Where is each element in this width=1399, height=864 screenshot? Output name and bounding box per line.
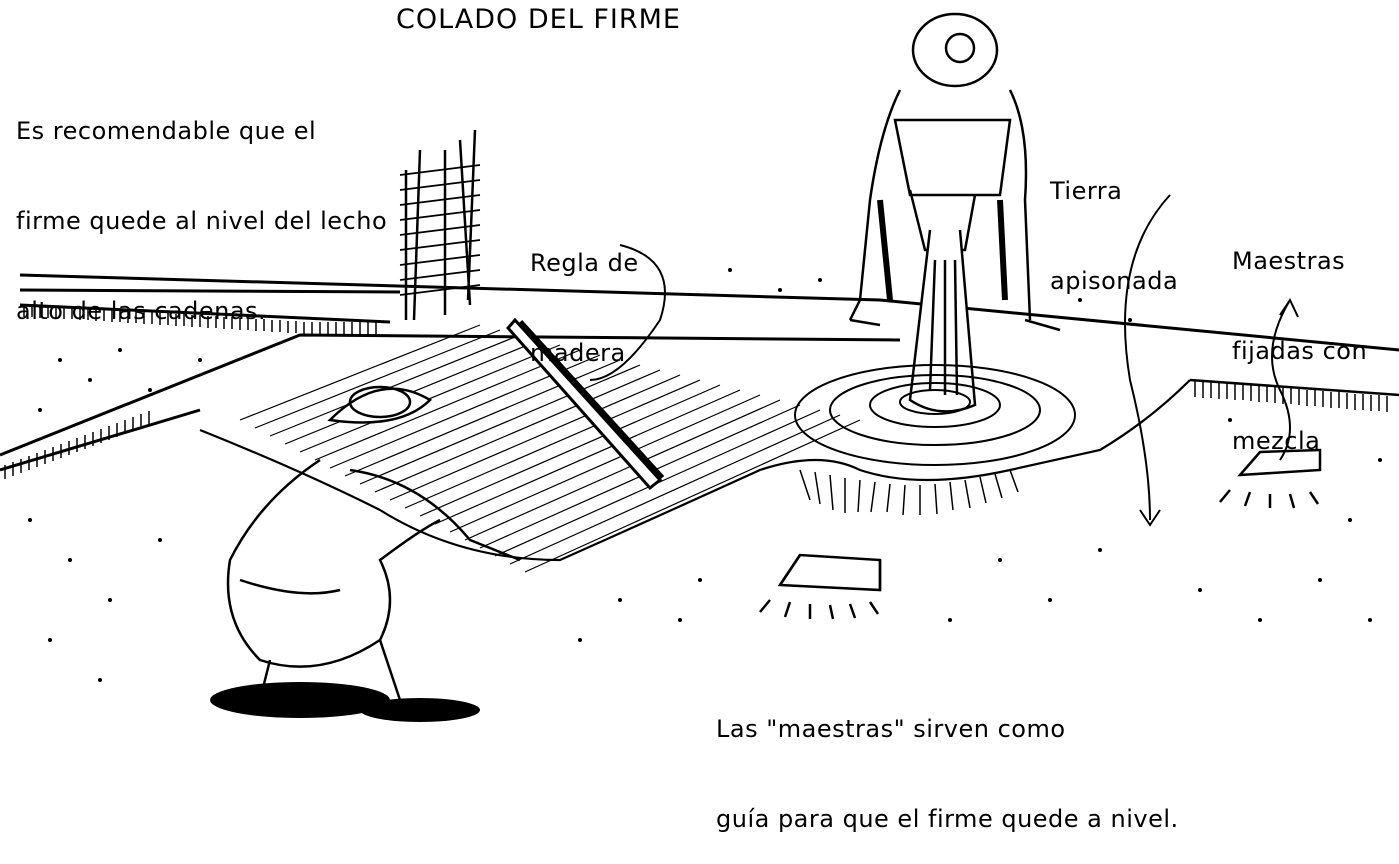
wooden-ruler (506, 317, 665, 491)
maestra-block-right (1219, 448, 1322, 509)
maestras-note-line-2: guía para que el firme quede a nivel. (716, 805, 1179, 833)
left-wall-edge (19, 303, 391, 334)
tierra-line-2: apisonada (1050, 267, 1179, 295)
maestras-fijadas-line-3: mezcla (1232, 427, 1321, 455)
tamped-earth-rings (794, 364, 1076, 466)
worker-shadow (210, 682, 480, 722)
regla-line-2: madera (530, 339, 626, 367)
foundation-hatch (4, 411, 150, 479)
page-title: COLADO DEL FIRME (396, 4, 681, 35)
concrete-slab (199, 324, 1191, 573)
gravel-dots (28, 268, 1382, 682)
tierra-line-1: Tierra (1050, 177, 1123, 205)
maestras-fijadas-line-2: fijadas con (1232, 337, 1368, 365)
maestras-fijadas-label: Maestras fijadas con mezcla (1232, 186, 1367, 486)
maestras-note: Las "maestras" sirven como guía para que… (716, 654, 1179, 864)
regla-label: Regla de madera (530, 188, 639, 398)
illustration-scene (0, 12, 1399, 722)
maestras-note-line-1: Las "maestras" sirven como (716, 715, 1066, 743)
broken-ground (799, 469, 1019, 516)
foundation-edge (0, 333, 901, 472)
callout-arrows (589, 194, 1299, 527)
standing-worker (848, 12, 1061, 413)
intro-line-3: alto de las cadenas. (16, 297, 267, 325)
maestra-block-center (759, 553, 882, 620)
tierra-label: Tierra apisonada (1050, 116, 1178, 326)
intro-line-1: Es recomendable que el (16, 117, 317, 145)
maestras-fijadas-line-1: Maestras (1232, 247, 1346, 275)
intro-note: Es recomendable que el firme quede al ni… (16, 56, 387, 356)
regla-line-1: Regla de (530, 249, 639, 277)
back-wall (19, 273, 1399, 352)
rebar-column (399, 129, 481, 321)
intro-line-2: firme quede al nivel del lecho (16, 207, 388, 235)
